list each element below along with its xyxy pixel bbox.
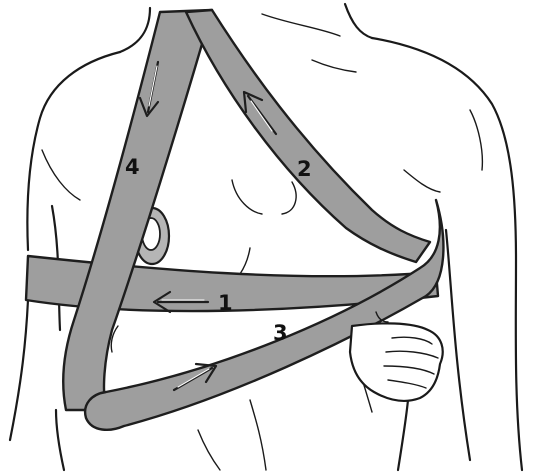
turn-label-4: 4 — [125, 155, 140, 179]
turn-label-2: 2 — [297, 157, 312, 181]
hand — [350, 312, 443, 401]
turn-label-1: 1 — [218, 291, 233, 315]
bandage-turn-2 — [186, 10, 430, 262]
bandage-turn-4 — [63, 10, 212, 410]
turn-label-3: 3 — [273, 321, 288, 345]
